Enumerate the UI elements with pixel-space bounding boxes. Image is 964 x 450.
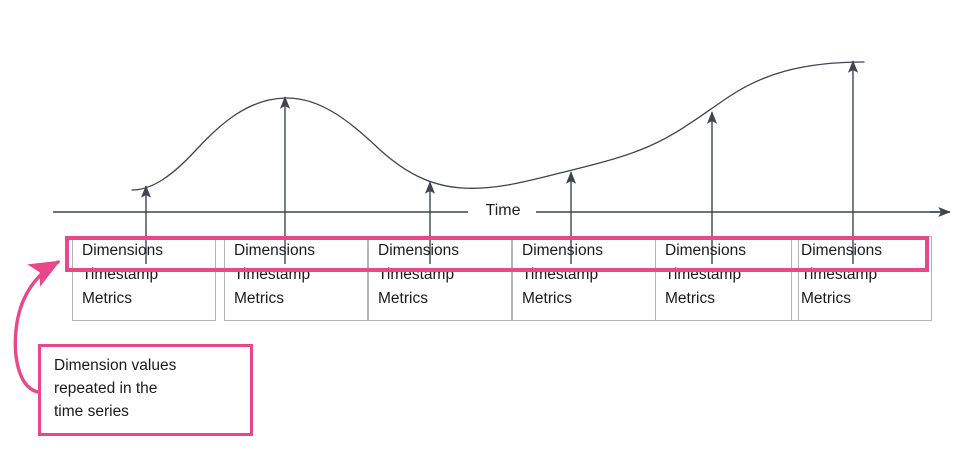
annotation-connector-arrow (13, 260, 61, 394)
record-fields: Dimensions Timestamp Metrics (234, 239, 315, 311)
record-field-metrics: Metrics (665, 290, 715, 307)
annotation-callout-text: Dimension values repeated in the time se… (54, 354, 176, 423)
record-field-metrics: Metrics (522, 290, 572, 307)
annotation-callout-box: Dimension values repeated in the time se… (38, 344, 253, 436)
record-field-timestamp: Timestamp (665, 266, 742, 283)
record-fields: Dimensions Timestamp Metrics (82, 239, 163, 311)
record-field-dimensions: Dimensions (234, 242, 315, 259)
record-field-dimensions: Dimensions (378, 242, 459, 259)
record-field-metrics: Metrics (801, 290, 851, 307)
record-field-dimensions: Dimensions (665, 242, 746, 259)
record-box[interactable]: Dimensions Timestamp Metrics (72, 236, 216, 321)
annotation-line-1: Dimension values (54, 357, 177, 374)
record-box[interactable]: Dimensions Timestamp Metrics (224, 236, 368, 321)
record-field-metrics: Metrics (378, 290, 428, 307)
record-field-timestamp: Timestamp (82, 266, 159, 283)
record-field-timestamp: Timestamp (522, 266, 599, 283)
record-field-timestamp: Timestamp (378, 266, 455, 283)
record-box[interactable]: Dimensions Timestamp Metrics (368, 236, 512, 321)
record-box[interactable]: Dimensions Timestamp Metrics (655, 236, 799, 321)
record-box[interactable]: Dimensions Timestamp Metrics (512, 236, 656, 321)
annotation-line-3: time series (54, 403, 129, 420)
record-fields: Dimensions Timestamp Metrics (665, 239, 746, 311)
record-fields: Dimensions Timestamp Metrics (522, 239, 603, 311)
record-field-metrics: Metrics (82, 290, 132, 307)
annotation-line-2: repeated in the (54, 380, 158, 397)
record-field-timestamp: Timestamp (801, 266, 878, 283)
time-series-curve (131, 61, 865, 191)
record-field-dimensions: Dimensions (82, 242, 163, 259)
record-fields: Dimensions Timestamp Metrics (378, 239, 459, 311)
record-box[interactable]: Dimensions Timestamp Metrics (791, 236, 932, 321)
record-field-dimensions: Dimensions (801, 242, 882, 259)
record-field-metrics: Metrics (234, 290, 284, 307)
record-field-dimensions: Dimensions (522, 242, 603, 259)
record-fields: Dimensions Timestamp Metrics (801, 239, 882, 311)
time-axis-label: Time (470, 201, 536, 221)
record-field-timestamp: Timestamp (234, 266, 311, 283)
